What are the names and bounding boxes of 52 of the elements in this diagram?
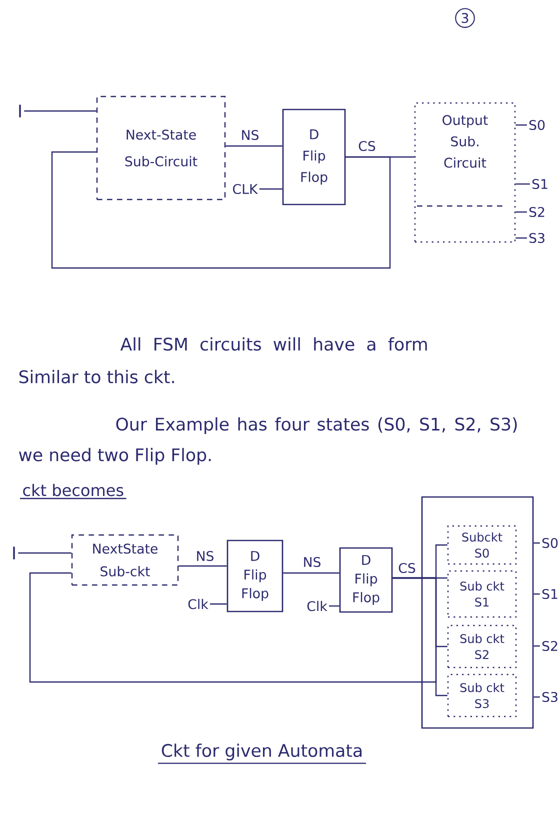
page-number: 3 — [455, 8, 475, 28]
wire — [328, 605, 340, 607]
signal-label: Clk — [188, 598, 208, 610]
output-label: S1 — [532, 178, 548, 190]
wire — [24, 110, 96, 112]
enclosing-box — [421, 496, 534, 729]
wire — [534, 542, 540, 544]
output-label: S0 — [529, 120, 545, 130]
wire — [534, 593, 540, 595]
dashed-box: Next-State Sub-Circuit — [96, 96, 226, 200]
wire — [18, 552, 72, 554]
flip-flop-box: D Flip Flop — [282, 108, 346, 206]
edge-label: CS — [396, 562, 418, 574]
wire — [259, 188, 282, 190]
dashed-box: NextState Sub-ckt — [71, 534, 179, 586]
edge-label: NS — [194, 550, 216, 562]
paragraph: Our Example has four states (S0, S1, S2, S3) we need two Flip Flop. — [19, 417, 517, 465]
edge-label: NS — [239, 128, 261, 142]
paragraph: All FSM circuits will have a form Similar to this ckt. — [19, 337, 427, 384]
wire — [516, 237, 527, 239]
wire — [516, 124, 527, 126]
output-label: S2 — [542, 640, 558, 652]
caption: Ckt for given Automata — [158, 744, 366, 764]
signal-label: Clk — [307, 600, 328, 612]
feedback-line — [29, 572, 437, 683]
dotted-box: Output Sub. Circuit — [414, 102, 516, 243]
output-label: S2 — [529, 206, 544, 218]
wire — [516, 211, 527, 213]
wire — [516, 183, 530, 185]
output-label: S1 — [542, 588, 558, 600]
wire — [210, 603, 227, 605]
feedback-line — [51, 151, 391, 269]
signal-label: I — [13, 546, 15, 560]
wire — [226, 145, 282, 147]
wire — [534, 645, 540, 647]
output-label: S0 — [542, 538, 558, 548]
output-label: S3 — [529, 232, 544, 244]
flip-flop-box: D Flip Flop — [339, 547, 393, 613]
dotted-box: Sub ckt S1 — [447, 570, 517, 618]
heading: ckt becomes — [20, 484, 126, 500]
signal-label: I — [19, 104, 21, 118]
wire — [534, 696, 540, 698]
output-label: S3 — [542, 692, 558, 702]
dotted-box: Sub ckt S3 — [447, 674, 517, 718]
wire — [283, 572, 340, 574]
signal-label: CLK — [233, 184, 258, 194]
edge-label: CS — [356, 140, 378, 152]
edge-label: NS — [301, 556, 323, 568]
wire — [178, 565, 227, 567]
dotted-box: Sub ckt S2 — [447, 624, 517, 668]
flip-flop-box: D Flip Flop — [226, 540, 284, 612]
dotted-box: Subckt S0 — [447, 525, 517, 565]
